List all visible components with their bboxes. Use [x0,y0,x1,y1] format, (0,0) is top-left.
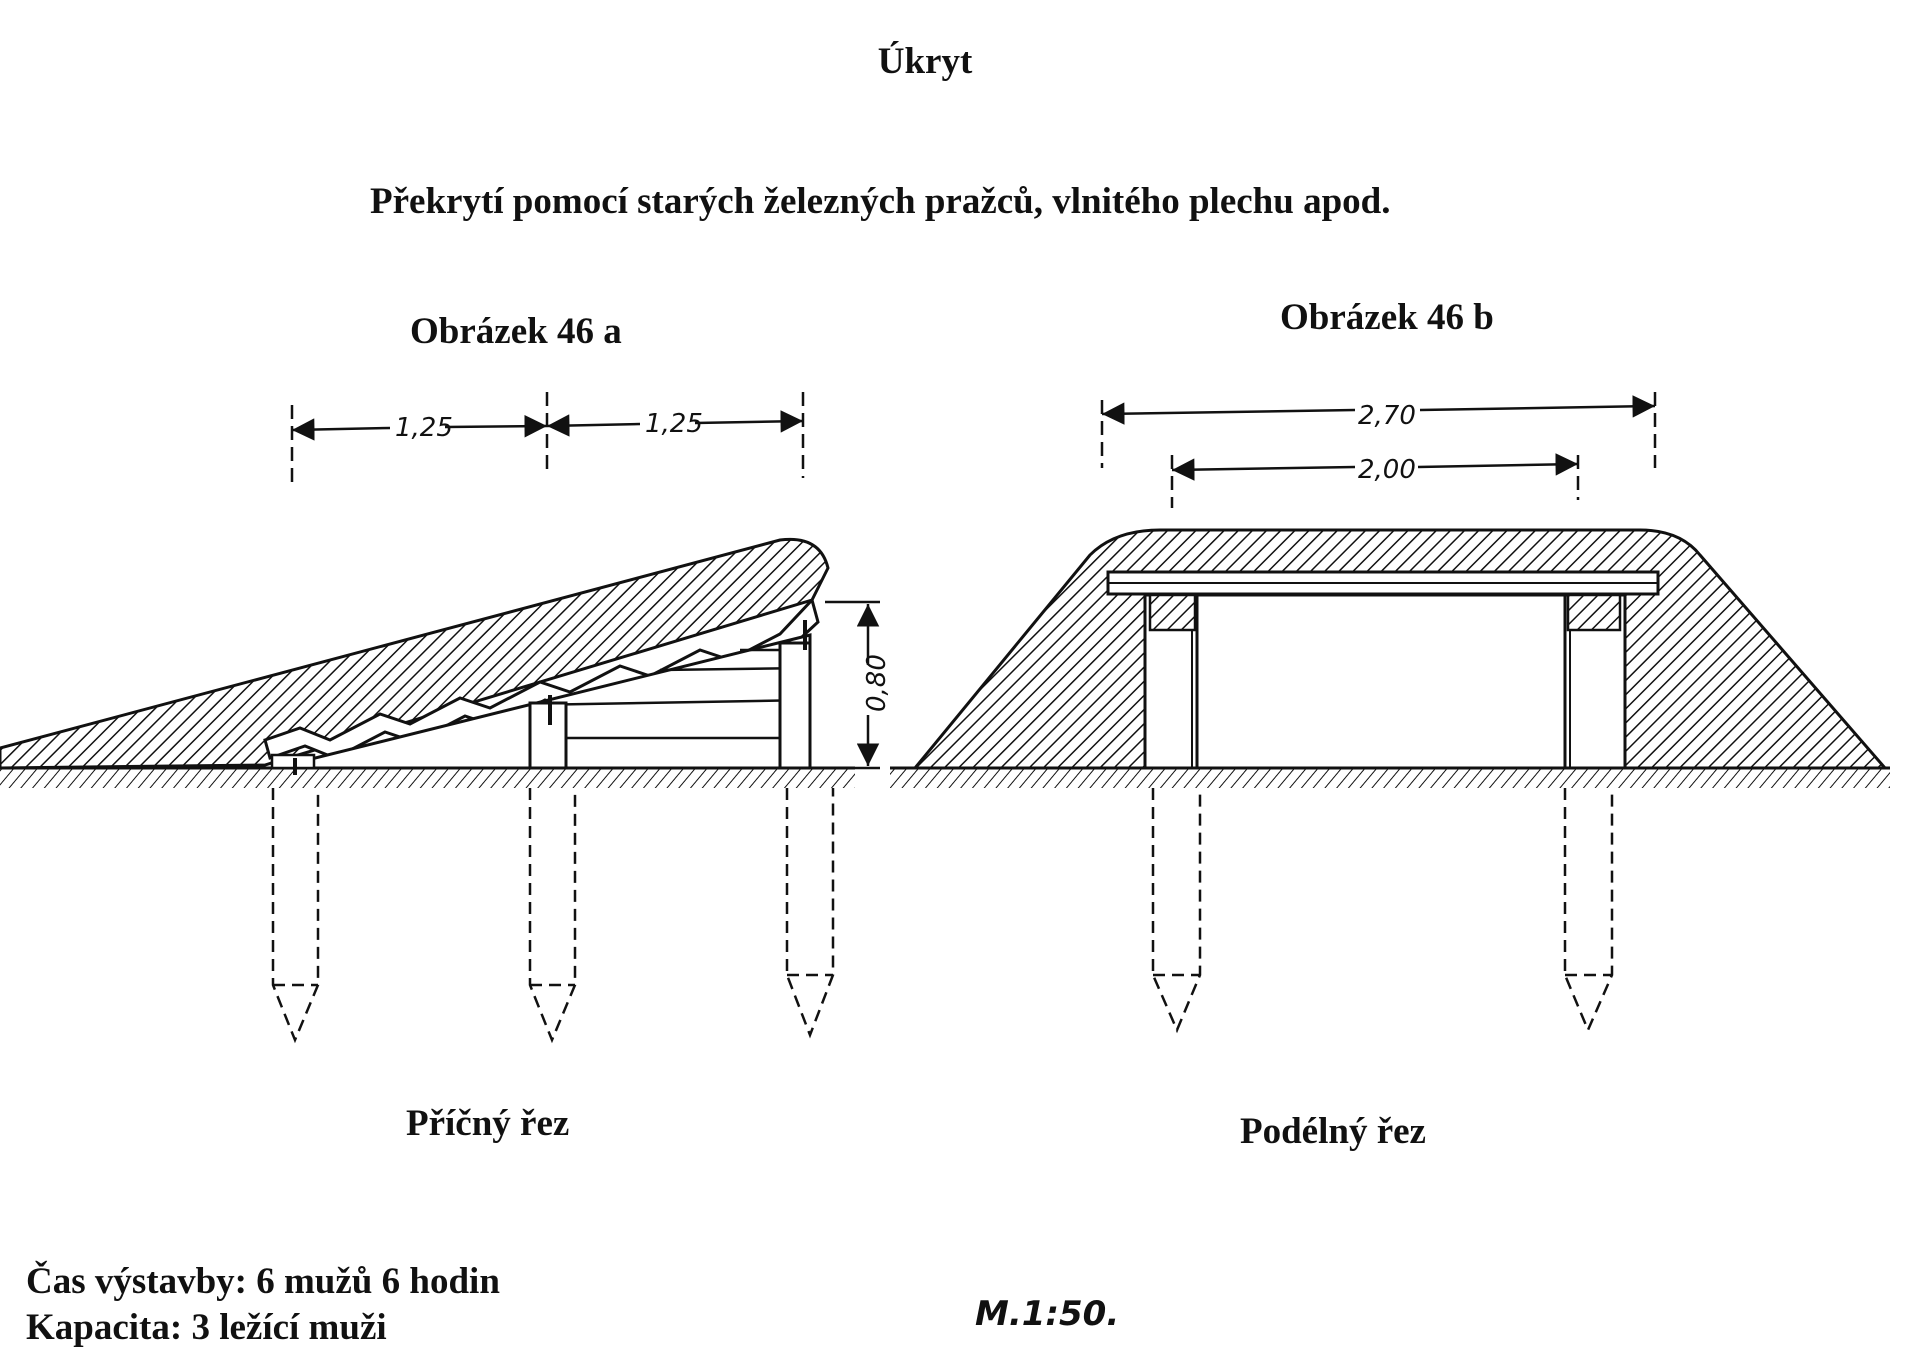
figure-b-caption: Podélný řez [1240,1111,1426,1152]
dim-a-left: 1,25 [395,413,453,443]
piles-b [1151,788,1614,1034]
timber-block-left [1148,593,1197,632]
dimension-lines-b [1100,392,1657,508]
dim-a-right: 1,25 [645,409,703,439]
dimension-lines-a [290,392,880,770]
dim-b-outer: 2,70 [1358,401,1416,431]
earth-cover-a [0,537,830,770]
piles-a [271,788,835,1044]
ground-hatch-a [0,768,855,788]
figure-a-caption: Příčný řez [406,1103,570,1144]
post-middle [528,701,568,770]
timber-block-right [1566,593,1622,632]
ground-hatch-b [890,768,1890,788]
figure-b-label: Obrázek 46 b [1280,297,1494,338]
figure-a-label: Obrázek 46 a [410,311,622,352]
dim-b-inner: 2,00 [1358,455,1416,485]
post-right [778,641,812,770]
figure-b-drawing: 2,70 2,00 [890,392,1890,1034]
page-subtitle: Překrytí pomocí starých železných pražců… [370,181,1391,222]
build-time-note: Čas výstavby: 6 mužů 6 hodin [26,1261,500,1302]
dim-a-height: 0,80 [862,654,892,712]
capacity-note: Kapacita: 3 ležící muži [26,1307,387,1348]
scale-label: M.1:50. [975,1294,1119,1334]
chamber-b [1143,593,1627,770]
page-title: Úkryt [877,41,973,82]
figure-a-drawing: 1,25 1,25 0,80 [0,392,892,1044]
